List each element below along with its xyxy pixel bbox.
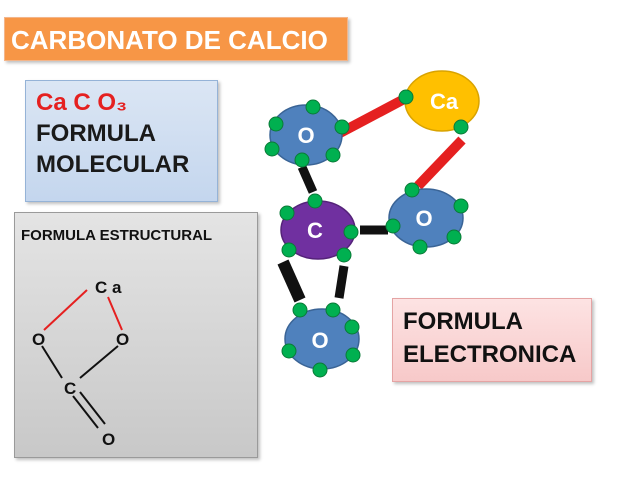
electron-dot	[345, 347, 361, 363]
atom-oxygen-bottom: O	[284, 308, 360, 370]
electron-dot	[446, 229, 462, 245]
struct-bond-o-left-c	[41, 345, 63, 379]
molecular-caption-line1: FORMULA	[36, 120, 156, 147]
electron-dot	[385, 218, 401, 234]
electron-dot	[343, 224, 359, 240]
electron-dot	[294, 152, 310, 168]
struct-bond-o-right-c	[79, 345, 119, 379]
molecular-formula: Ca C O₃	[36, 89, 128, 116]
atom-label-o-bottom: O	[311, 328, 328, 353]
struct-atom-o-left: O	[32, 330, 45, 349]
electron-dot	[453, 198, 469, 214]
ionic-bond-ca-o-top	[337, 92, 411, 138]
electron-dot	[307, 193, 323, 209]
electron-dot	[334, 119, 350, 135]
electronic-formula: O Ca C O O	[264, 70, 480, 378]
atom-label-c: C	[307, 218, 323, 243]
struct-atom-o-bottom: O	[102, 430, 115, 449]
electronic-caption-line2: ELECTRONICA	[403, 341, 577, 368]
electron-dot	[281, 343, 297, 359]
covalent-bond-c-o-bottom-a	[277, 259, 306, 303]
structural-formula-box: FORMULA ESTRUCTURAL	[14, 212, 258, 458]
struct-bond-ca-o-left	[43, 289, 88, 331]
struct-bond-ca-o-right	[107, 296, 123, 331]
electron-dot	[312, 362, 328, 378]
atom-label-o-top: O	[297, 123, 314, 148]
covalent-bond-c-o-bottom-b	[334, 265, 349, 299]
electron-dot	[264, 141, 280, 157]
struct-double-bond-b	[79, 391, 106, 425]
electron-dot	[268, 116, 284, 132]
atom-label-o-right: O	[415, 206, 432, 231]
covalent-bond-o-top-c	[297, 165, 318, 194]
electron-dot	[344, 319, 360, 335]
electronic-formula-box: FORMULA ELECTRONICA	[392, 298, 592, 382]
ionic-bond-ca-o-right	[414, 136, 466, 190]
struct-atom-o-right: O	[116, 330, 129, 349]
atom-calcium: Ca	[404, 70, 480, 132]
electron-dot	[336, 247, 352, 263]
electron-dot	[325, 147, 341, 163]
electron-dot	[404, 182, 420, 198]
molecular-formula-box: Ca C O₃ FORMULA MOLECULAR	[25, 80, 218, 202]
electron-dot	[292, 302, 308, 318]
struct-atom-c: C	[64, 379, 76, 398]
electron-dot	[281, 242, 297, 258]
page-title: CARBONATO DE CALCIO	[4, 17, 348, 61]
struct-atom-ca: C a	[95, 278, 122, 297]
electron-dot	[398, 89, 414, 105]
molecular-caption-line2: MOLECULAR	[36, 151, 190, 178]
structural-formula-title: FORMULA ESTRUCTURAL	[21, 227, 213, 244]
electron-dot	[325, 302, 341, 318]
electron-dot	[305, 99, 321, 115]
electron-dot	[453, 119, 469, 135]
electronic-caption-line1: FORMULA	[403, 308, 523, 335]
structural-formula: C a O O C O	[32, 278, 129, 449]
struct-double-bond-a	[72, 395, 99, 429]
atom-oxygen-right: O	[388, 188, 464, 248]
electron-dot	[412, 239, 428, 255]
electron-dot	[279, 205, 295, 221]
atom-label-ca: Ca	[430, 89, 459, 114]
